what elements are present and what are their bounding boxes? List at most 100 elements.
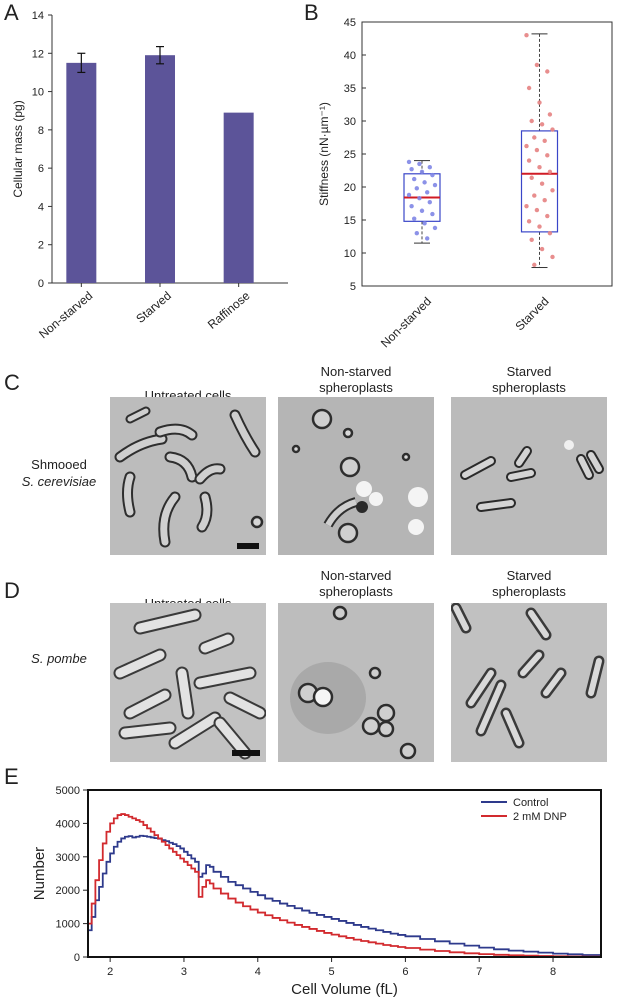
data-point — [414, 186, 419, 191]
y-tick-label: 10 — [344, 248, 356, 260]
data-point — [550, 254, 555, 260]
data-point — [550, 127, 555, 132]
data-point — [545, 213, 550, 219]
row-label-species: S. cerevisiae — [21, 474, 97, 489]
bar-starved — [145, 55, 175, 284]
data-point — [422, 221, 427, 226]
x-tick-label: 8 — [550, 966, 556, 978]
plot-frame — [361, 21, 613, 287]
data-point — [432, 225, 438, 231]
panel-letter-e: E — [4, 764, 19, 789]
row-label-s-cerevisiae: Shmooed S. cerevisiae — [14, 456, 104, 490]
series-line-dnp — [87, 813, 602, 958]
data-point — [430, 211, 435, 217]
data-point — [430, 172, 435, 178]
panel-letter-b: B — [304, 0, 319, 25]
data-point — [537, 165, 542, 170]
y-tick-label: 8 — [38, 125, 44, 137]
data-point — [550, 188, 555, 193]
x-tick-label: 7 — [476, 966, 482, 978]
data-point — [542, 138, 547, 143]
y-tick-label: 25 — [344, 149, 356, 161]
data-point — [419, 169, 425, 175]
micrograph-c-non-starved — [278, 397, 434, 555]
data-point — [537, 224, 542, 229]
x-tick-label: 6 — [402, 966, 408, 978]
data-point — [532, 193, 537, 198]
y-tick-label: 30 — [344, 116, 356, 128]
y-tick-label: 5 — [350, 281, 356, 293]
micrograph-d-starved — [451, 603, 607, 762]
data-point — [542, 198, 547, 203]
panel-letter-d: D — [4, 578, 20, 603]
micrograph-c-starved — [451, 397, 607, 555]
y-tick-label: 20 — [344, 182, 356, 194]
data-point — [417, 196, 422, 201]
data-point — [409, 203, 414, 209]
y-tick-label: 45 — [344, 17, 356, 29]
y-tick-label: 40 — [344, 50, 356, 62]
x-tick-label: 2 — [107, 966, 113, 978]
data-point — [529, 237, 534, 242]
row-label-line1: Shmooed — [31, 457, 87, 472]
data-point — [526, 85, 532, 91]
y-tick-label: 2 — [38, 240, 44, 252]
box-starved — [520, 130, 559, 233]
data-point — [547, 231, 553, 236]
x-tick-label: 4 — [255, 966, 261, 978]
data-point — [529, 118, 534, 124]
data-point — [432, 182, 438, 188]
legend-label: 2 mM DNP — [513, 811, 567, 823]
data-point — [427, 165, 432, 170]
x-tick-label: Non-starved — [378, 294, 434, 350]
data-point — [524, 203, 529, 209]
data-point — [529, 175, 534, 180]
data-point — [537, 100, 542, 105]
y-tick-label: 35 — [344, 83, 356, 95]
y-tick-label: 12 — [32, 48, 44, 60]
data-point — [425, 236, 430, 241]
data-point — [524, 33, 529, 38]
legend-label: Control — [513, 797, 548, 809]
data-point — [425, 190, 430, 195]
data-point — [526, 158, 532, 163]
y-tick-label: 3000 — [56, 852, 80, 864]
y-tick-label: 1000 — [56, 919, 80, 931]
x-tick-label: Starved — [133, 289, 174, 326]
bar-raffinose — [223, 112, 254, 283]
data-point — [419, 208, 425, 213]
row-label-s-pombe: S. pombe — [31, 651, 87, 666]
data-point — [532, 135, 537, 140]
data-point — [406, 192, 412, 198]
y-tick-label: 2000 — [56, 885, 80, 897]
y-tick-label: 5000 — [56, 785, 80, 797]
data-point — [417, 161, 422, 167]
y-axis-label: Cellular mass (pg) — [11, 100, 25, 197]
data-point — [534, 207, 540, 213]
x-tick-label: Raffinose — [205, 288, 253, 331]
plot-frame — [87, 789, 602, 958]
data-point — [539, 181, 545, 186]
data-point — [406, 159, 412, 165]
panel-letter-c: C — [4, 370, 20, 395]
y-tick-label: 4 — [38, 201, 44, 213]
data-point — [524, 143, 529, 149]
data-point — [539, 122, 545, 127]
micrograph-c-untreated — [110, 397, 266, 555]
y-axis-label: Number — [31, 847, 48, 900]
data-point — [412, 176, 417, 182]
data-point — [422, 180, 427, 185]
data-point — [534, 62, 540, 68]
data-point — [534, 147, 540, 153]
y-tick-label: 6 — [38, 163, 44, 175]
series-line-control — [87, 834, 602, 957]
x-tick-label: 3 — [181, 966, 187, 978]
y-tick-label: 14 — [32, 10, 44, 22]
data-point — [539, 246, 545, 252]
data-point — [526, 219, 532, 224]
